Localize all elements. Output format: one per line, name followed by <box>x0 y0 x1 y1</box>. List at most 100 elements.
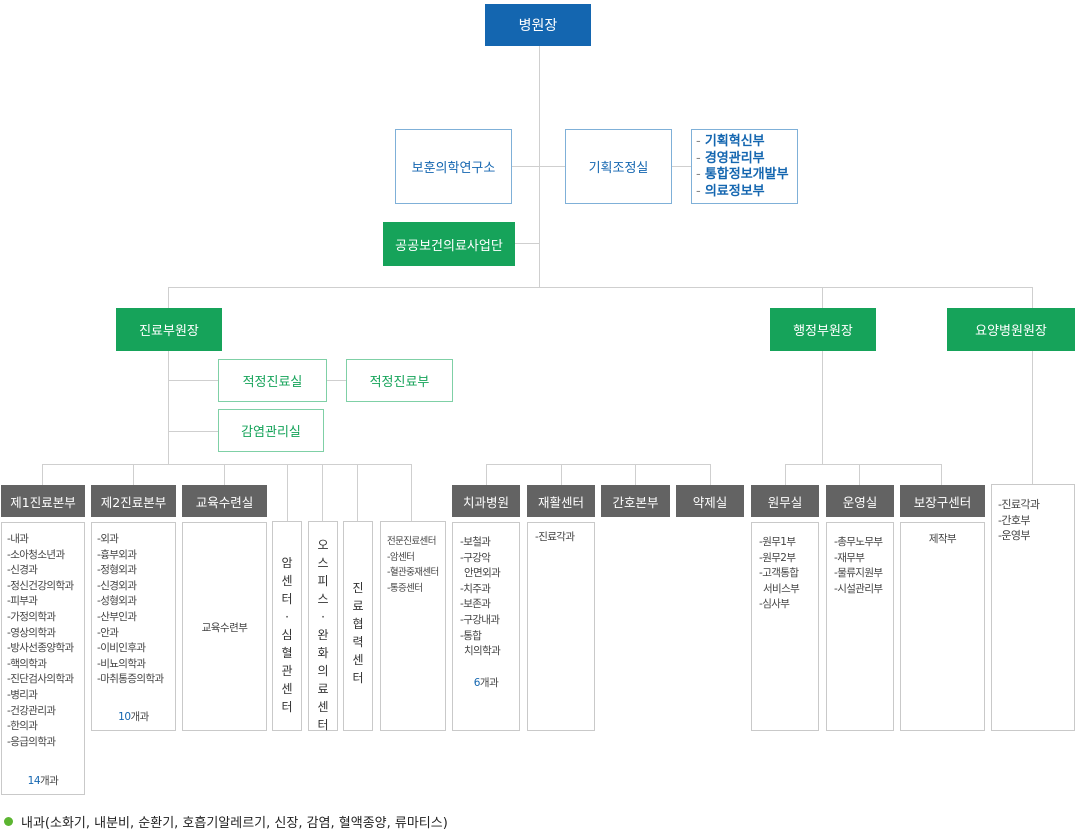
nursing-home-director-label: 요양병원원장 <box>975 324 1047 339</box>
list-item: -흉부외과 <box>97 548 137 561</box>
admin-deputy-label: 행정부원장 <box>793 324 853 339</box>
education-content: 교육수련부 <box>201 622 248 634</box>
list-item: -총무노무부 <box>834 536 883 548</box>
list-item: -이비인후과 <box>97 642 146 655</box>
operations-list: -총무노무부 -재무부 -물류지원부 -시설관리부 <box>834 535 893 597</box>
list-item: -혈관중재센터 <box>387 567 439 578</box>
list-item: -물류지원부 <box>834 567 883 580</box>
appropriate-care-office-label: 적정진료실 <box>242 375 303 390</box>
list-item: -구강악 <box>460 551 491 564</box>
list-item: -한의과 <box>7 720 38 733</box>
operations-box: -총무노무부 -재무부 -물류지원부 -시설관리부 <box>826 522 894 731</box>
operations-header: 운영실 <box>826 485 894 517</box>
list-item: -심사부 <box>759 598 790 611</box>
education-box: 교육수련부 <box>182 522 267 731</box>
list-item: -피부과 <box>7 595 38 608</box>
infection-control-node: 감염관리실 <box>218 409 324 452</box>
dept2-box: -외과 -흉부외과 -정형외과 -신경외과 -성형외과 -산부인과 -안과 -이… <box>91 522 176 731</box>
rehab-header: 재활센터 <box>527 485 595 517</box>
planning-depts-list: - 기획혁신부 - 경영관리부 - 통합정보개발부 - 의료정보부 <box>696 134 797 200</box>
list-item: 서비스부 <box>763 582 800 595</box>
list-item: -통합 <box>460 629 482 642</box>
list-item: -진단검사의학과 <box>7 673 74 686</box>
list-item: -운영부 <box>998 529 1031 543</box>
list-item: -핵의학과 <box>7 657 47 670</box>
dept1-count: 14개과 <box>27 775 59 787</box>
list-item: -성형외과 <box>97 595 137 608</box>
public-health-label: 공공보건의료사업단 <box>395 238 503 254</box>
clinical-deputy-label: 진료부원장 <box>139 324 199 339</box>
nursing-header: 간호본부 <box>601 485 670 517</box>
rehab-list: -진료각과 <box>535 530 594 546</box>
list-item: -고객통합 <box>759 567 799 580</box>
dept1-box: -내과 -소아청소년과 -신경과 -정신건강의학과 -피부과 -가정의학과 -영… <box>1 522 85 795</box>
list-item: -보존과 <box>460 598 491 611</box>
dept1-title: 제1진료본부 <box>10 494 76 510</box>
list-item: -응급의학과 <box>7 735 56 748</box>
nursing-home-director-node: 요양병원원장 <box>947 308 1075 351</box>
research-institute-node: 보훈의학연구소 <box>395 129 512 204</box>
education-header: 교육수련실 <box>182 485 267 517</box>
affairs-header: 원무실 <box>751 485 819 517</box>
affairs-title: 원무실 <box>767 494 803 510</box>
prosthetics-header: 보장구센터 <box>900 485 985 517</box>
dept2-list: -외과 -흉부외과 -정형외과 -신경외과 -성형외과 -산부인과 -안과 -이… <box>97 532 175 688</box>
planning-dept-item: - 경영관리부 <box>696 150 765 166</box>
list-item: -원무1부 <box>759 536 796 548</box>
dental-box: -보철과 -구강악 안면외과 -치주과 -보존과 -구강내과 -통합 치의학과 … <box>452 522 520 731</box>
list-item: -비뇨의학과 <box>97 657 146 670</box>
research-institute-label: 보훈의학연구소 <box>411 161 496 176</box>
list-item: -소아청소년과 <box>7 548 65 561</box>
list-item: -방사선종양학과 <box>7 642 74 655</box>
dept1-list: -내과 -소아청소년과 -신경과 -정신건강의학과 -피부과 -가정의학과 -영… <box>7 532 84 750</box>
clinical-deputy-node: 진료부원장 <box>116 308 222 351</box>
nursing-home-box: -진료각과 -간호부 -운영부 <box>991 484 1075 731</box>
list-item: 안면외과 <box>464 567 501 580</box>
list-item: -안과 <box>97 626 119 639</box>
list-item: -외과 <box>97 533 119 545</box>
planning-dept-item: - 기획혁신부 <box>696 134 765 149</box>
director-label: 병원장 <box>518 18 558 34</box>
pharmacy-title: 약제실 <box>692 494 728 510</box>
list-item: -암센터 <box>387 551 415 563</box>
list-item: -영상의학과 <box>7 626 56 639</box>
prosthetics-title: 보장구센터 <box>913 494 972 510</box>
dental-list: -보철과 -구강악 안면외과 -치주과 -보존과 -구강내과 -통합 치의학과 <box>460 535 519 660</box>
list-item: -정형외과 <box>97 564 137 577</box>
list-item: -신경외과 <box>97 579 137 592</box>
list-item: -진료각과 <box>535 531 575 543</box>
list-item: -병리과 <box>7 688 38 701</box>
list-item: 치의학과 <box>464 645 501 658</box>
affairs-box: -원무1부 -원무2부 -고객통합 서비스부 -심사부 <box>751 522 819 731</box>
appropriate-care-dept-label: 적정진료부 <box>369 375 430 390</box>
list-item: -산부인과 <box>97 610 137 623</box>
list-item: -간호부 <box>998 513 1031 527</box>
list-item: -원무2부 <box>759 551 796 564</box>
dental-header: 치과병원 <box>452 485 520 517</box>
prosthetics-box: 제작부 <box>900 522 985 731</box>
list-item: -구강내과 <box>460 613 500 626</box>
pharmacy-header: 약제실 <box>676 485 744 517</box>
dept1-header: 제1진료본부 <box>1 485 85 517</box>
list-item: 제작부 <box>928 533 957 545</box>
list-item: -통증센터 <box>387 582 423 594</box>
rehab-title: 재활센터 <box>537 494 584 510</box>
planning-office-node: 기획조정실 <box>565 129 672 204</box>
dental-title: 치과병원 <box>462 494 509 510</box>
public-health-node: 공공보건의료사업단 <box>383 222 515 266</box>
specialty-center-list: 전문진료센터 -암센터 -혈관중재센터 -통증센터 <box>387 534 445 596</box>
list-item: -가정의학과 <box>7 610 56 623</box>
infection-control-label: 감염관리실 <box>241 425 301 440</box>
dental-count: 6개과 <box>473 677 499 689</box>
planning-dept-item: - 통합정보개발부 <box>696 167 789 182</box>
list-item: -마취통증의학과 <box>97 673 164 686</box>
list-item: -내과 <box>7 533 29 545</box>
list-item: 전문진료센터 <box>387 536 436 547</box>
dept2-count: 10개과 <box>118 711 149 723</box>
